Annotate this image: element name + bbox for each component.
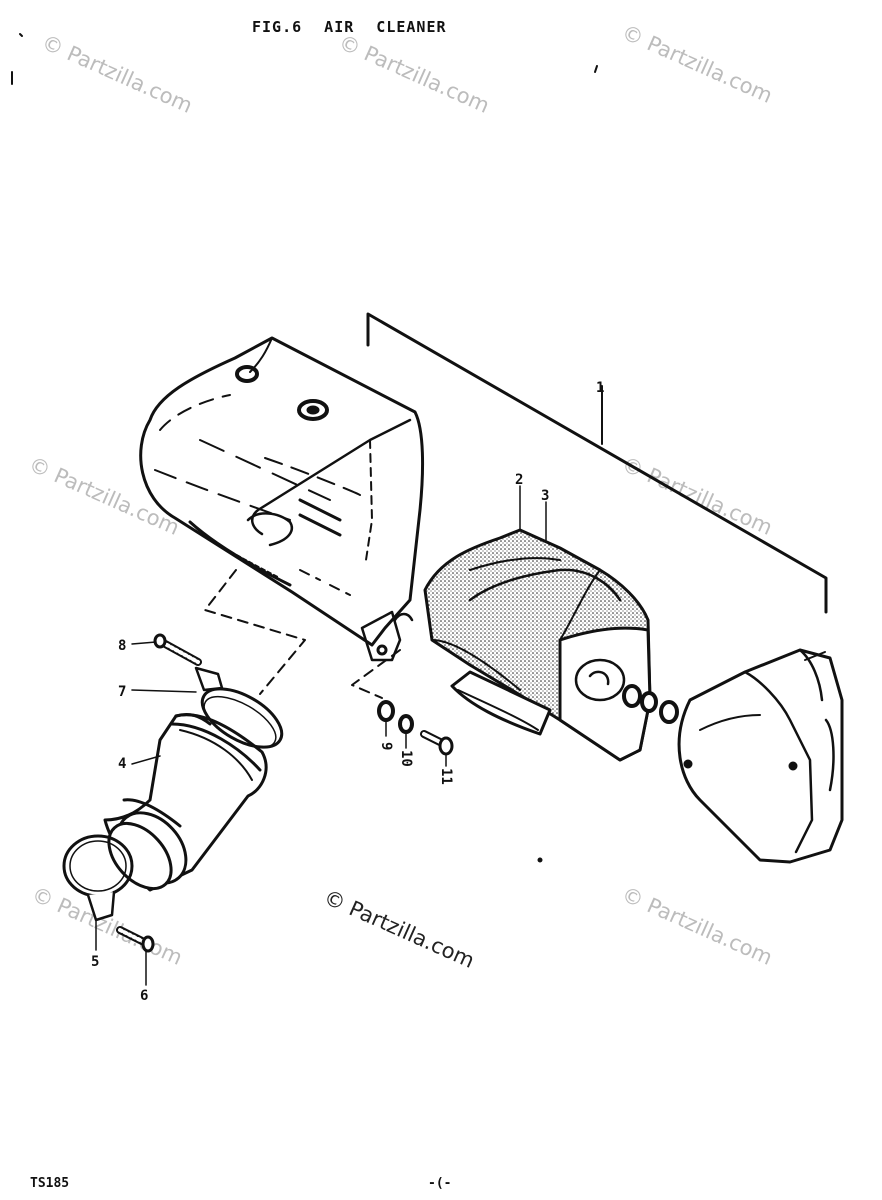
screw [153, 633, 202, 666]
intake-pipe [103, 712, 268, 892]
callout-4: 4 [118, 756, 126, 772]
assembly-bracket-line [366, 312, 828, 614]
bolt-11 [420, 730, 454, 756]
clamp-screw [116, 926, 155, 953]
figure-title: FIG.6 AIR CLEANER [252, 18, 447, 36]
lower-clamp [62, 834, 134, 922]
air-cleaner-cap [677, 648, 844, 864]
callout-10: 10 [398, 750, 414, 767]
callout-labels: 1 2 3 4 5 6 7 8 9 10 11 [91, 380, 604, 1004]
washer-9 [377, 700, 395, 722]
assembly-dash-lines [204, 569, 401, 699]
callout-8: 8 [118, 638, 126, 654]
callout-11: 11 [438, 768, 454, 785]
air-cleaner-element [423, 528, 679, 762]
callout-5: 5 [91, 954, 99, 970]
air-cleaner-case [139, 336, 425, 662]
callout-7: 7 [118, 684, 126, 700]
callout-6: 6 [140, 988, 148, 1004]
model-code: TS185 [30, 1176, 70, 1191]
callout-1: 1 [596, 380, 604, 396]
callout-3: 3 [541, 488, 549, 504]
page-number: -(- [428, 1176, 452, 1191]
callout-2: 2 [515, 472, 523, 488]
leader-lines [95, 485, 547, 986]
lock-washer-10 [398, 714, 414, 734]
callout-9: 9 [378, 742, 394, 750]
upper-clamp [194, 666, 284, 749]
stray-marks [11, 33, 598, 863]
